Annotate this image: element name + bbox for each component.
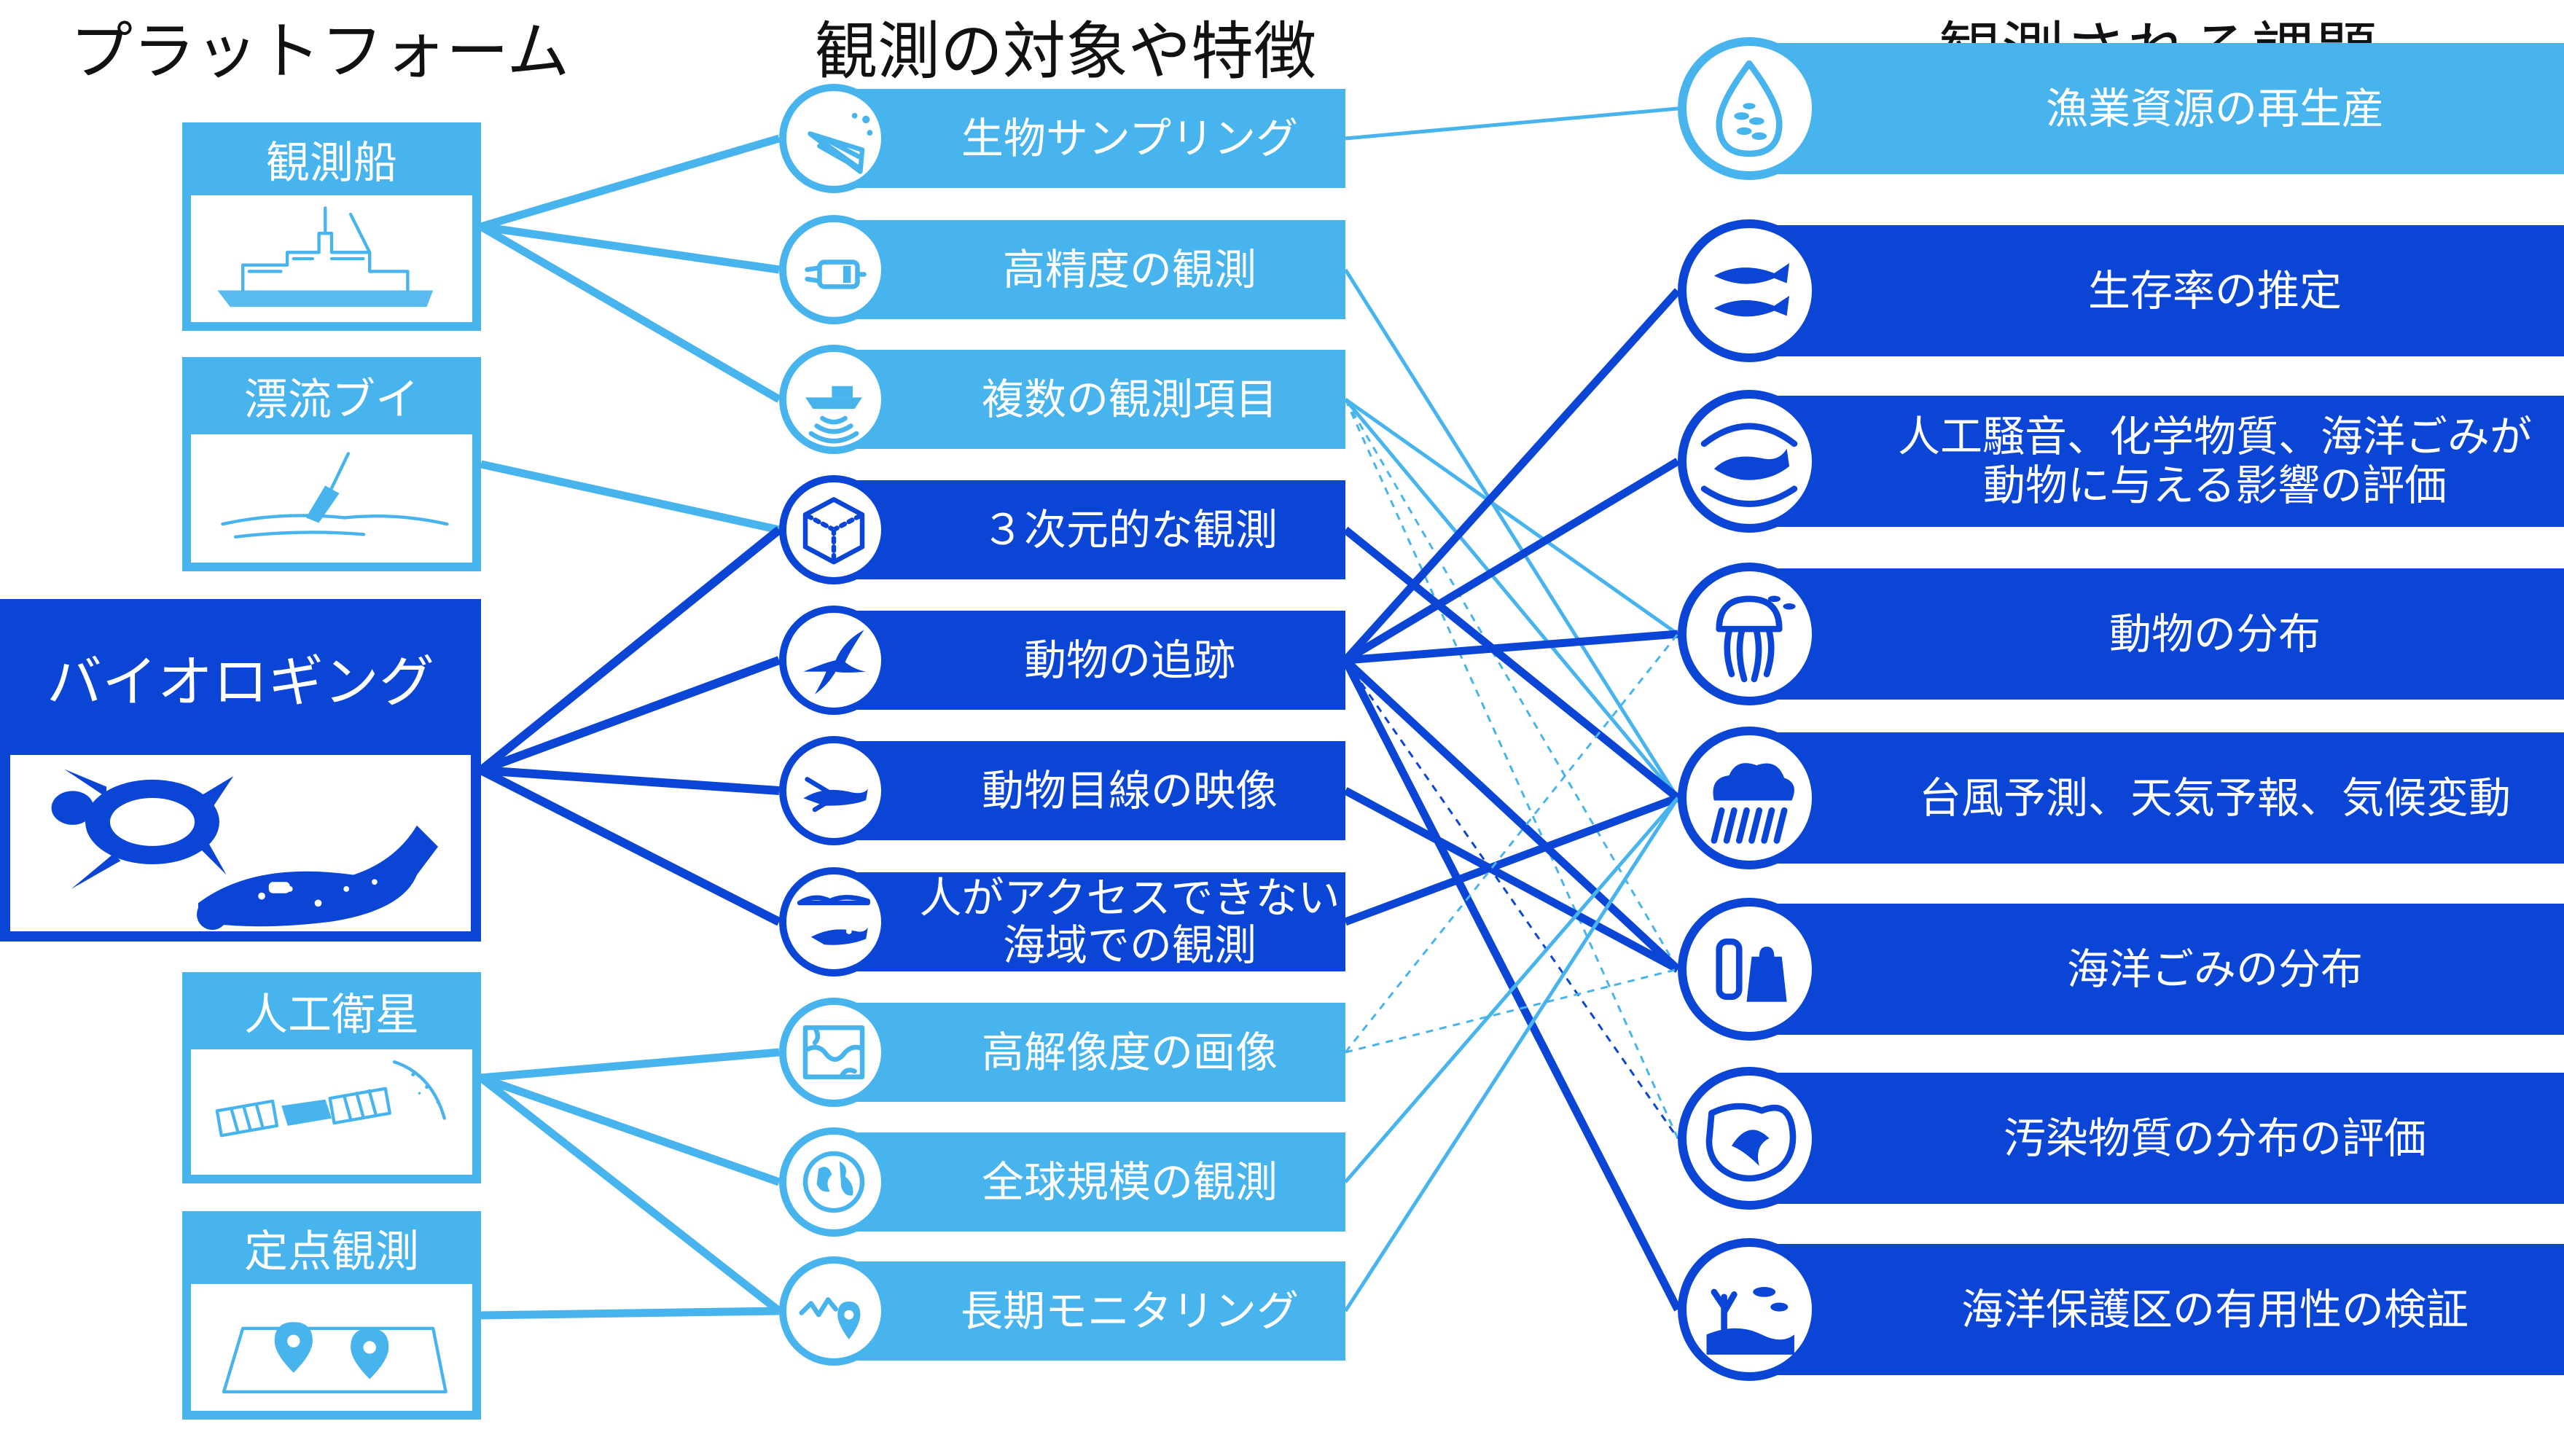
platform-link xyxy=(480,1073,781,1186)
drifting-buoy-icon xyxy=(191,434,472,563)
polluted-water-icon xyxy=(1678,1067,1821,1210)
challenge-link xyxy=(1343,268,1680,799)
challenge-link xyxy=(1342,657,1681,973)
plankton-net-icon xyxy=(779,84,888,193)
under-ice-seal-icon xyxy=(779,867,888,976)
feature-0: 生物サンプリング xyxy=(848,89,1345,188)
sensor-instrument-icon xyxy=(779,215,888,324)
platform-label: 定点観測 xyxy=(244,1226,419,1277)
challenge-link xyxy=(1342,526,1681,802)
challenge-link xyxy=(1344,633,1679,1053)
challenge-6: 汚染物質の分布の評価 xyxy=(1756,1073,2564,1204)
platform-link xyxy=(480,222,780,274)
feature-8: 全球規模の観測 xyxy=(848,1132,1345,1232)
platform-label: 漂流ブイ xyxy=(244,374,419,426)
feature-7: 高解像度の画像 xyxy=(848,1003,1345,1102)
challenge-link xyxy=(1345,106,1678,141)
challenge-link xyxy=(1342,658,1681,1312)
cube-icon xyxy=(779,475,888,584)
seal-with-camera-icon xyxy=(779,736,888,845)
turtle-and-seal-icon xyxy=(10,755,471,931)
sonar-ship-icon xyxy=(779,345,888,454)
jellyfish-icon xyxy=(1678,563,1821,705)
platform-label: 人工衛星 xyxy=(244,989,419,1041)
challenge-link xyxy=(1343,797,1680,1312)
fish-in-drop-icon xyxy=(1678,37,1821,180)
platform-link xyxy=(480,1048,780,1082)
platform-link xyxy=(480,766,780,795)
platform-link xyxy=(480,134,781,231)
platform-satellite: 人工衛星 xyxy=(182,972,481,1183)
globe-icon xyxy=(779,1127,888,1237)
platform-link xyxy=(479,223,781,403)
feature-3: ３次元的な観測 xyxy=(848,480,1345,579)
feature-5: 動物目線の映像 xyxy=(848,741,1345,840)
challenge-link xyxy=(1344,398,1679,799)
platform-ship: 観測船 xyxy=(182,122,481,331)
challenge-link xyxy=(1343,787,1680,973)
feature-4: 動物の追跡 xyxy=(848,611,1345,710)
challenge-2: 人工騒音、化学物質、海洋ごみが 動物に与える影響の評価 xyxy=(1756,396,2564,527)
platform-fixed: 定点観測 xyxy=(182,1211,481,1420)
feature-9: 長期モニタリング xyxy=(848,1261,1345,1361)
challenge-link xyxy=(1345,968,1678,1054)
challenge-link xyxy=(1344,659,1679,1139)
map-pins-icon xyxy=(191,1284,472,1411)
platform-link xyxy=(480,460,781,534)
feature-2: 複数の観測項目 xyxy=(848,350,1345,449)
challenge-link xyxy=(1345,630,1678,665)
seabird-icon xyxy=(779,606,888,715)
platform-buoy: 漂流ブイ xyxy=(182,357,481,571)
storm-cloud-icon xyxy=(1678,727,1821,869)
fish-pair-icon xyxy=(1678,219,1821,362)
platform-label: バイオロギング xyxy=(47,649,434,714)
platform-link xyxy=(478,526,782,774)
challenge-link xyxy=(1342,288,1681,663)
platform-link xyxy=(478,1074,782,1315)
coral-reef-icon xyxy=(1678,1238,1821,1381)
platforms-heading: プラットフォーム xyxy=(70,15,570,88)
challenge-0: 漁業資源の再生産 xyxy=(1756,43,2564,174)
platform-label: 観測船 xyxy=(266,137,397,189)
challenge-link xyxy=(1344,397,1679,636)
challenge-1: 生存率の推定 xyxy=(1756,225,2564,356)
feature-1: 高精度の観測 xyxy=(848,220,1345,319)
challenge-link xyxy=(1344,794,1679,926)
platform-link xyxy=(479,656,781,775)
research-ship-icon xyxy=(191,195,472,322)
challenge-4: 台風予測、天気予報、気候変動 xyxy=(1756,732,2564,864)
challenge-7: 海洋保護区の有用性の検証 xyxy=(1756,1244,2564,1375)
challenge-link xyxy=(1343,458,1680,664)
features-heading: 観測の対象や特徴 xyxy=(815,15,1316,88)
platform-link xyxy=(479,766,781,926)
whale-noise-icon xyxy=(1678,390,1821,533)
platform-link xyxy=(480,1307,780,1320)
feature-6: 人がアクセスできない 海域での観測 xyxy=(848,872,1345,971)
challenge-5: 海洋ごみの分布 xyxy=(1756,904,2564,1035)
platform-biologging: バイオロギング xyxy=(0,599,481,942)
timeseries-pin-icon xyxy=(779,1256,888,1366)
challenge-link xyxy=(1344,399,1679,1139)
satellite-icon xyxy=(191,1049,472,1175)
satellite-map-icon xyxy=(779,998,888,1107)
plastic-waste-icon xyxy=(1678,898,1821,1041)
challenge-3: 動物の分布 xyxy=(1756,568,2564,700)
challenge-link xyxy=(1344,797,1679,1183)
